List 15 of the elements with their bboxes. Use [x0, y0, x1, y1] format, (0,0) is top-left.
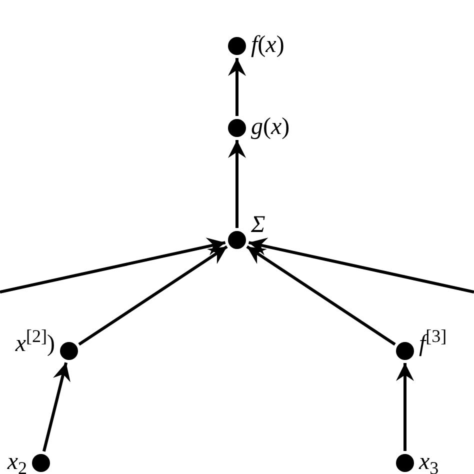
arrow: [228, 58, 246, 116]
node-label: x$_{2}$: [7, 450, 27, 474]
node-label: g(x): [251, 115, 290, 139]
arrow: [42, 362, 70, 452]
arrow: [246, 245, 396, 346]
arrow: [396, 363, 414, 451]
node-label: x$^{[2]}$): [15, 332, 55, 356]
node-label: Σ: [251, 213, 266, 237]
node-label: f$^{[3]}$: [419, 332, 447, 356]
arrow: [228, 140, 246, 228]
arrow: [0, 238, 226, 294]
arrow: [78, 245, 228, 346]
arrow: [248, 238, 474, 294]
node-label: x$_{3}$: [419, 450, 439, 474]
node-label: f(x): [251, 33, 284, 57]
